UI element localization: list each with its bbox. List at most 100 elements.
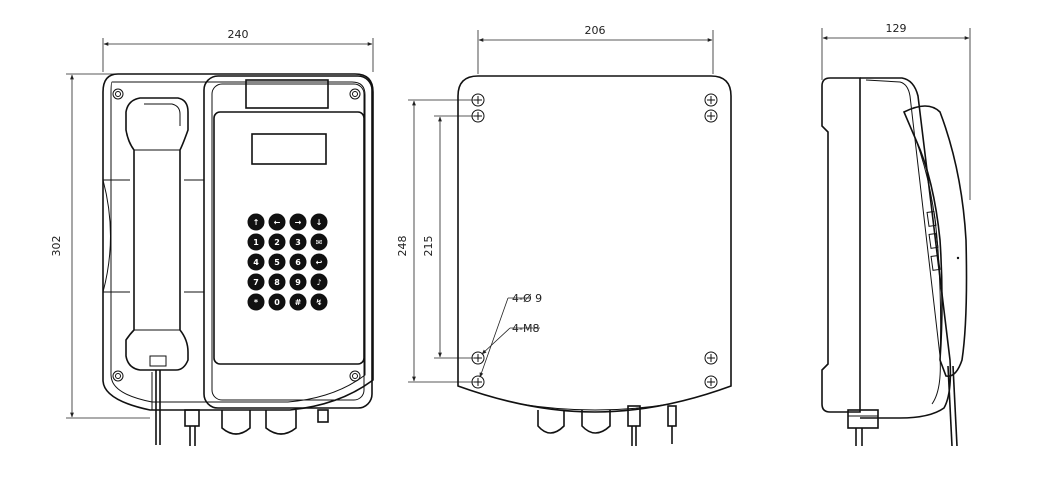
keypad-key: ← (268, 213, 286, 231)
keypad-key-button (310, 233, 328, 251)
keypad-key-button (289, 253, 307, 271)
keypad-key: 5 (268, 253, 286, 271)
keypad-key-label: 5 (274, 258, 280, 267)
keypad-key: * (247, 293, 265, 311)
keypad-key-button (268, 293, 286, 311)
front-screw-bottom-left (112, 370, 124, 382)
rear-mount-hole-tl (471, 93, 485, 107)
keypad-key-label: → (295, 218, 302, 227)
rear-housing (457, 75, 732, 413)
keypad-key-button (247, 273, 265, 291)
front-width-label: 240 (228, 28, 249, 41)
rear-mount-hole-br (704, 351, 718, 365)
keypad-key: ↑ (247, 213, 265, 231)
rear-outer-height-dimension: 248 (396, 99, 476, 383)
keypad-key-button (310, 293, 328, 311)
handset (125, 97, 189, 445)
front-screw-bottom-right (349, 370, 361, 382)
keypad-key-button (268, 273, 286, 291)
hole-callout: 4-Ø 9 (479, 292, 542, 378)
front-housing (102, 73, 374, 411)
keypad-key-label: ↑ (253, 218, 260, 227)
keypad-key-label: ↯ (316, 298, 323, 307)
keypad-key: 7 (247, 273, 265, 291)
hole-callout-label: 4-Ø 9 (512, 292, 542, 305)
keypad-key-label: ↓ (316, 218, 323, 227)
keypad-key-label: 3 (295, 238, 301, 247)
keypad-key-button (268, 253, 286, 271)
side-depth-dimension: 129 (821, 22, 971, 200)
rear-width-dimension: 206 (477, 24, 714, 74)
front-cable-glands (184, 409, 329, 446)
rear-mount-hole-br2 (704, 375, 718, 389)
keypad-key-button (247, 213, 265, 231)
thread-callout-label: 4-M8 (512, 322, 539, 335)
keypad-key-button (310, 253, 328, 271)
keypad-key-label: # (295, 298, 302, 307)
side-view: 129 (821, 22, 971, 447)
keypad-key-button (310, 213, 328, 231)
keypad-key: 0 (268, 293, 286, 311)
keypad-key: ♪ (310, 273, 328, 291)
side-backplate (821, 77, 861, 413)
rear-inner-height-dimension: 215 (422, 115, 476, 359)
keypad-key-label: 2 (274, 238, 280, 247)
keypad-key: ✉ (310, 233, 328, 251)
keypad-key: 3 (289, 233, 307, 251)
keypad-key-label: 6 (295, 258, 301, 267)
keypad-key: 4 (247, 253, 265, 271)
keypad-key: ↯ (310, 293, 328, 311)
keypad-key-button (289, 273, 307, 291)
side-housing (860, 77, 952, 419)
front-view: 240 302 (50, 28, 374, 446)
front-height-label: 302 (50, 236, 63, 257)
keypad-key-label: 0 (274, 298, 280, 307)
front-width-dimension: 240 (102, 28, 374, 72)
keypad-key: 1 (247, 233, 265, 251)
keypad-key-label: 4 (253, 258, 259, 267)
keypad-key: 8 (268, 273, 286, 291)
keypad-key-button (289, 293, 307, 311)
keypad-key: # (289, 293, 307, 311)
thread-callout: 4-M8 (481, 322, 540, 355)
keypad-key-label: ♪ (316, 278, 321, 287)
keypad-key-button (247, 293, 265, 311)
rear-mount-hole-tl2 (471, 109, 485, 123)
rear-mount-hole-bl2 (471, 375, 485, 389)
keypad-key-button (289, 213, 307, 231)
keypad-key-label: 1 (253, 238, 259, 247)
front-screw-top-left (112, 88, 124, 100)
rear-width-label: 206 (585, 24, 606, 37)
side-handset (902, 105, 968, 377)
keypad-key-label: 7 (253, 278, 259, 287)
keypad-key-button (310, 273, 328, 291)
keypad-key-label: ← (274, 218, 281, 227)
front-height-dimension: 302 (50, 73, 150, 419)
side-depth-label: 129 (886, 22, 907, 35)
side-cable-glands (847, 409, 879, 446)
keypad-key-button (247, 253, 265, 271)
keypad-key: 6 (289, 253, 307, 271)
keypad-key: 2 (268, 233, 286, 251)
keypad-key: → (289, 213, 307, 231)
keypad-key-label: ↩ (316, 258, 323, 267)
keypad-key-button (289, 233, 307, 251)
keypad-key: ↓ (310, 213, 328, 231)
keypad-key-button (268, 213, 286, 231)
keypad-key-label: ✉ (316, 238, 323, 247)
rear-mount-hole-bl (471, 351, 485, 365)
rear-inner-height-label: 215 (422, 236, 435, 257)
rear-view: 206 248 215 4-Ø 9 (396, 24, 732, 446)
top-label-window (245, 79, 329, 109)
keypad-key: 9 (289, 273, 307, 291)
rear-cable-glands (537, 405, 677, 446)
keypad-key-label: * (254, 298, 259, 307)
rear-outer-height-label: 248 (396, 236, 409, 257)
rear-mount-hole-tr2 (704, 109, 718, 123)
faceplate (203, 75, 373, 409)
lcd-display (251, 133, 327, 165)
front-screw-top-right (349, 88, 361, 100)
keypad-key-label: 9 (295, 278, 301, 287)
